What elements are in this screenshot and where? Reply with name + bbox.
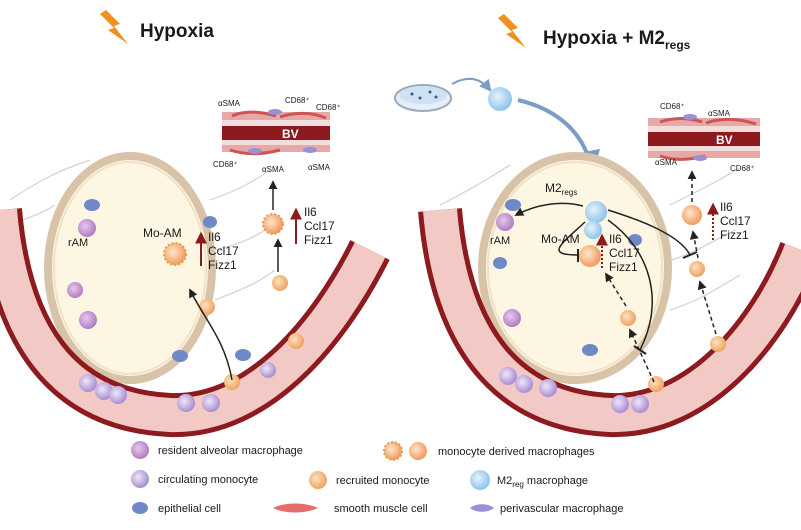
legend-label-resident: resident alveolar macrophage (158, 445, 303, 457)
legend-swatch-recruited (309, 471, 327, 489)
legend-swatch-perivascular (470, 504, 494, 512)
blood-vessel (222, 109, 330, 156)
inhibition-line-pv (607, 209, 691, 256)
legend: resident alveolar macrophage monocyte de… (131, 441, 624, 515)
legend-label-m2reg: M2reg macrophage (497, 475, 588, 489)
left-asma-1: αSMA (218, 99, 241, 108)
legend-label-epithelial: epithelial cell (158, 503, 221, 515)
legend-label-smooth: smooth muscle cell (334, 503, 428, 515)
left-gene-2: Ccl17 (208, 244, 239, 258)
right-pv-gene-1: Il6 (720, 200, 733, 214)
rAM-label: rAM (490, 235, 510, 247)
migration-arrow-2 (605, 272, 627, 307)
left-gene-3: Fizz1 (208, 258, 237, 272)
m2-to-ram-arrow (514, 202, 584, 216)
left-bv-label: BV (282, 127, 299, 141)
migration-arrow (628, 328, 655, 383)
right-title: Hypoxia + M2regs (543, 28, 691, 52)
right-pv-gene-3: Fizz1 (720, 228, 749, 242)
m2reg-cell (488, 87, 512, 111)
right-asma-1: αSMA (708, 109, 731, 118)
left-pv-gene-3: Fizz1 (304, 233, 333, 247)
legend-swatch-circulating (131, 470, 149, 488)
left-pv-gene-1: Il6 (304, 205, 317, 219)
left-gene-1: Il6 (208, 230, 221, 244)
legend-label-circulating: circulating monocyte (158, 474, 258, 486)
left-asma-3: αSMA (308, 163, 331, 172)
left-cd68-2: CD68⁺ (316, 103, 341, 112)
right-panel: Hypoxia + M2regs (394, 14, 801, 438)
lightning-icon (498, 14, 526, 48)
right-gene-1: Il6 (609, 232, 622, 246)
left-cd68-3: CD68⁺ (213, 160, 238, 169)
left-cd68-1: CD68⁺ (285, 96, 310, 105)
right-cd68-1: CD68⁺ (660, 102, 685, 111)
right-gene-3: Fizz1 (609, 260, 638, 274)
right-asma-2: αSMA (655, 158, 678, 167)
legend-swatch-resident (131, 441, 149, 459)
circulating-monocytes (499, 367, 649, 413)
transfer-arrow (451, 77, 492, 92)
legend-label-perivascular: perivascular macrophage (500, 503, 624, 515)
left-pv-gene-2: Ccl17 (304, 219, 335, 233)
legend-label-monoderived: monocyte derived macrophages (438, 446, 595, 458)
right-pv-gene-2: Ccl17 (720, 214, 751, 228)
left-title: Hypoxia (140, 21, 214, 42)
left-panel: Hypoxia (0, 10, 390, 438)
epithelial-cells (84, 199, 251, 362)
circulating-monocytes (79, 362, 276, 412)
inhibition-line-moam (558, 221, 586, 256)
perivascular-path (682, 170, 719, 335)
left-asma-2: αSMA (262, 165, 285, 174)
legend-swatch-monoderived-2 (409, 442, 427, 460)
legend-swatch-smooth (273, 503, 318, 513)
recruited-monocytes (199, 275, 304, 390)
mo-am-cell (579, 245, 601, 267)
right-gene-2: Ccl17 (609, 246, 640, 260)
inhibition-line-recruit (607, 219, 653, 351)
mo-am-label: Mo-AM (541, 232, 580, 246)
resident-alveolar-macrophages (496, 213, 521, 327)
right-cd68-2: CD68⁺ (730, 164, 755, 173)
alveolus (44, 152, 216, 384)
right-bv-label: BV (716, 133, 733, 147)
alveolus (478, 152, 672, 384)
legend-label-recruited: recruited monocyte (336, 475, 430, 487)
m2regs-label: M2regs (545, 181, 577, 197)
petri-dish-icon (394, 84, 452, 112)
mo-am-label: Mo-AM (143, 226, 182, 240)
migration-arrow (189, 288, 233, 381)
recruited-monocytes (620, 261, 726, 392)
perivascular-path (262, 180, 302, 272)
lightning-icon (100, 10, 128, 44)
legend-swatch-m2reg (470, 470, 490, 490)
legend-swatch-epithelial (132, 502, 148, 514)
blood-vessel (648, 114, 760, 161)
resident-alveolar-macrophages (67, 219, 97, 329)
mo-am-cell (163, 242, 187, 266)
legend-swatch-monoderived-1 (383, 441, 403, 461)
rAM-label: rAM (68, 237, 88, 249)
